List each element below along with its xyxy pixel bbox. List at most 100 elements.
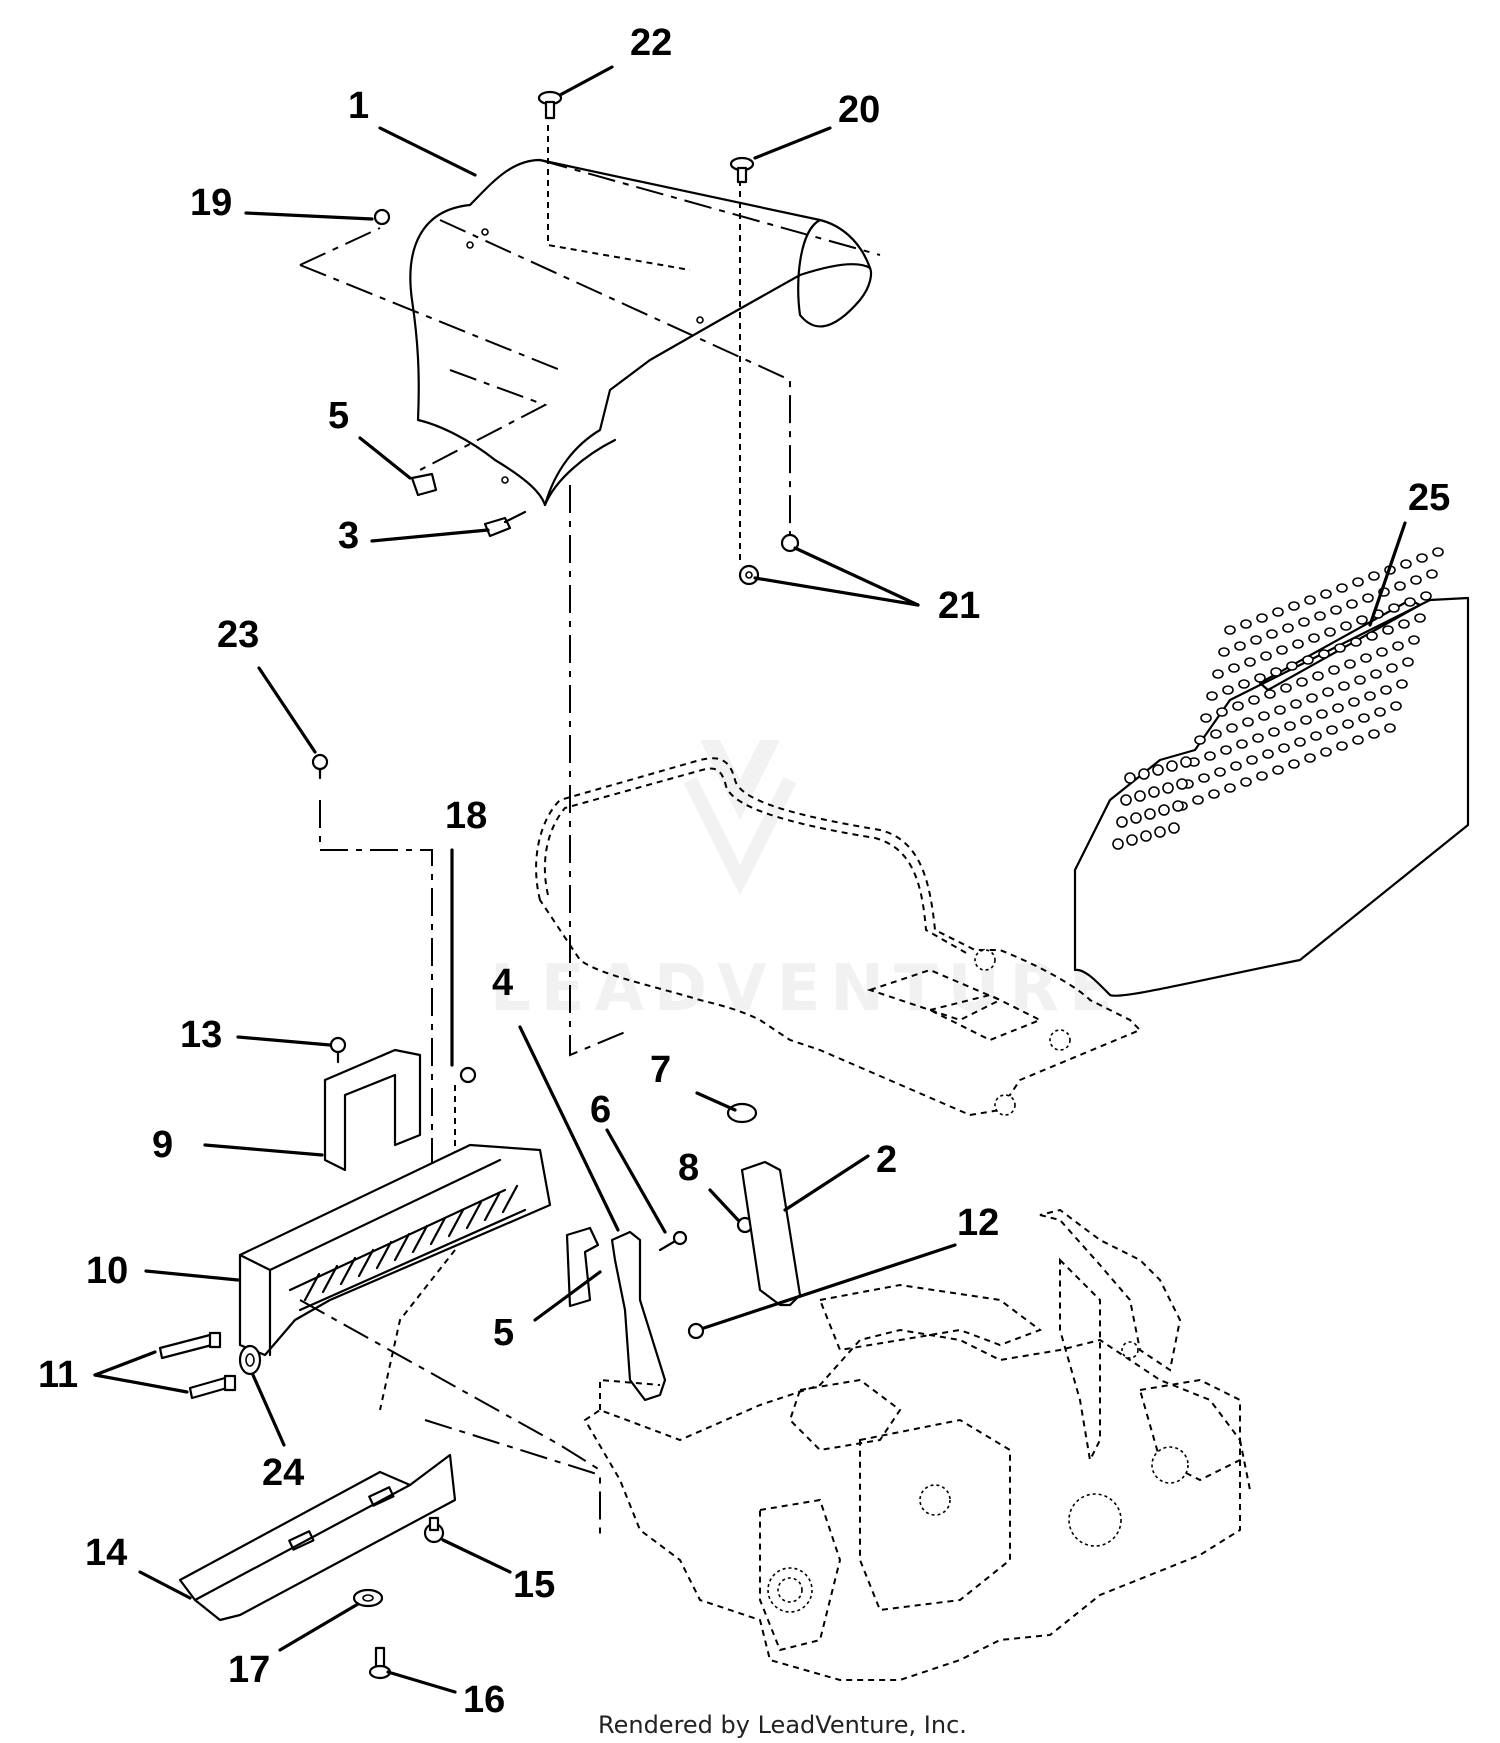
perforation-hole (1404, 597, 1416, 607)
perforation-hole (1230, 761, 1242, 771)
perforation-hole (1280, 683, 1292, 693)
callout-3: 3 (338, 515, 359, 557)
perforation-hole (1278, 743, 1290, 753)
callout-20: 20 (838, 89, 880, 131)
perforation-hole (1380, 685, 1392, 695)
part-12-nut (687, 1322, 705, 1340)
perforation-hole (1358, 713, 1370, 723)
perforation-hole (1134, 790, 1146, 802)
perforation-hole (1140, 830, 1152, 842)
perforation-hole (1284, 721, 1296, 731)
perforation-hole (1226, 723, 1238, 733)
part-22-bolt (537, 90, 563, 120)
perforation-hole (1410, 575, 1422, 585)
perforation-hole (1320, 589, 1332, 599)
perforation-hole (1152, 764, 1164, 776)
callout-5-top: 5 (328, 395, 349, 437)
part-25-perforated-shield (1073, 547, 1470, 997)
perforation-hole (1352, 577, 1364, 587)
callout-labels: 1 2 3 4 5 5 6 7 8 9 10 11 12 13 14 15 16… (38, 22, 1450, 1721)
perforation-hole (1370, 669, 1382, 679)
perforation-hole (1214, 767, 1226, 777)
perforation-hole (1304, 595, 1316, 605)
housing-slot (375, 1240, 393, 1270)
housing-slot (501, 1184, 519, 1214)
perforation-hole (1294, 737, 1306, 747)
perforation-hole (1312, 671, 1324, 681)
perforation-hole (1336, 741, 1348, 751)
perforation-hole (1272, 607, 1284, 617)
perforation-hole (1316, 709, 1328, 719)
alignment-line-10 (299, 1299, 601, 1471)
perforation-hole (1212, 669, 1224, 679)
callout-18: 18 (445, 795, 487, 837)
perforation-hole (1148, 786, 1160, 798)
perforation-hole (1368, 729, 1380, 739)
part-15-bolt (423, 1516, 445, 1544)
callout-22: 22 (630, 22, 672, 64)
perforation-hole (1192, 795, 1204, 805)
perforation-hole (1354, 675, 1366, 685)
perforation-hole (1168, 822, 1180, 834)
part-9-bracket (323, 1048, 422, 1172)
callout-13: 13 (180, 1014, 222, 1056)
perforation-hole (1124, 772, 1136, 784)
perforation-hole (1288, 601, 1300, 611)
perforation-hole (1154, 826, 1166, 838)
callout-24: 24 (262, 1452, 304, 1494)
watermark: LEADVENTURE (490, 740, 1113, 1026)
perforation-hole (1258, 711, 1270, 721)
callout-14: 14 (85, 1532, 127, 1574)
perforation-hole (1340, 621, 1352, 631)
perforation-hole (1232, 701, 1244, 711)
perforation-hole (1240, 619, 1252, 629)
perforation-hole (1138, 768, 1150, 780)
screw-23-alignment-line (319, 800, 433, 1230)
perforation-hole (1342, 719, 1354, 729)
perforation-hole (1262, 749, 1274, 759)
perforation-hole (1204, 751, 1216, 761)
perforation-hole (1374, 707, 1386, 717)
perforation-hole (1254, 673, 1266, 683)
perforation-hole (1286, 661, 1298, 671)
perforation-hole (1256, 613, 1268, 623)
perforation-hole (1386, 663, 1398, 673)
perforation-hole (1158, 804, 1170, 816)
callout-16: 16 (463, 1679, 505, 1721)
perforation-hole (1256, 771, 1268, 781)
perforation-hole (1206, 691, 1218, 701)
part-5-clip-top (410, 472, 438, 497)
shield-perforations (1112, 547, 1444, 850)
housing-slot (357, 1248, 375, 1278)
perforation-hole (1248, 695, 1260, 705)
perforation-hole (1402, 657, 1414, 667)
housing-slot (483, 1192, 501, 1222)
footer-credit: Rendered by LeadVenture, Inc. (598, 1711, 967, 1739)
part-16-bolt (368, 1646, 392, 1680)
part-23-screw (311, 753, 329, 780)
perforation-hole (1360, 653, 1372, 663)
perforation-hole (1420, 591, 1432, 601)
perforation-hole (1346, 599, 1358, 609)
callout-9: 9 (152, 1124, 173, 1166)
callout-1: 1 (348, 85, 369, 127)
perforation-hole (1390, 701, 1402, 711)
perforation-hole (1300, 715, 1312, 725)
housing-slot (429, 1216, 447, 1246)
housing-slot (339, 1256, 357, 1286)
perforation-hole (1326, 725, 1338, 735)
perforation-hole (1222, 685, 1234, 695)
perforation-hole (1320, 747, 1332, 757)
perforation-hole (1282, 623, 1294, 633)
part-21-nuts (738, 533, 800, 586)
perforation-hole (1426, 569, 1438, 579)
alignment-line-14 (424, 1419, 601, 1535)
perforation-hole (1276, 645, 1288, 655)
callout-4: 4 (492, 962, 513, 1004)
perforation-hole (1306, 693, 1318, 703)
perforation-hole (1366, 631, 1378, 641)
perforation-hole (1224, 783, 1236, 793)
perforation-hole (1288, 759, 1300, 769)
perforation-hole (1392, 641, 1404, 651)
